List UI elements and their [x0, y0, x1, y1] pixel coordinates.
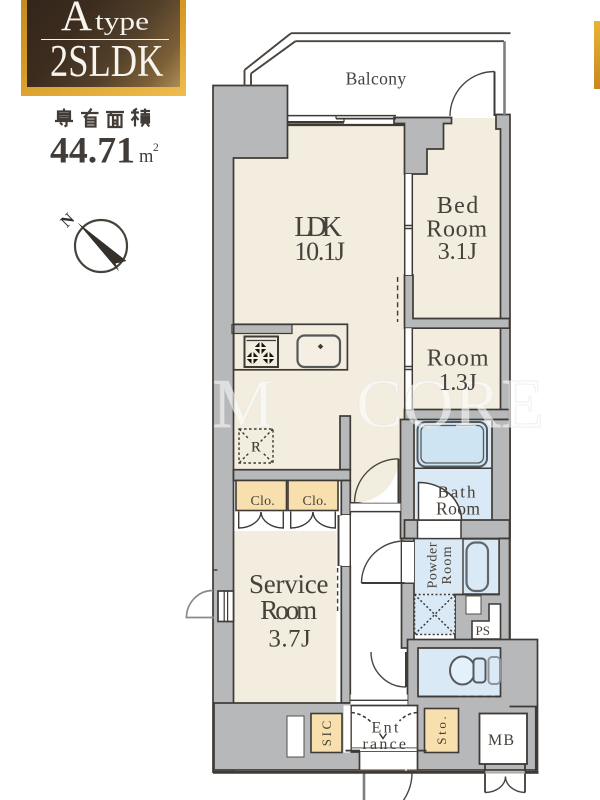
svg-text:44.71: 44.71: [50, 131, 135, 172]
svg-text:Clo.: Clo.: [303, 494, 327, 509]
svg-text:SIC: SIC: [319, 721, 334, 747]
svg-text:Powder: Powder: [426, 542, 441, 588]
svg-text:A: A: [61, 0, 92, 40]
svg-text:R: R: [251, 440, 261, 456]
svg-text:Room: Room: [427, 346, 489, 372]
svg-text:R: R: [251, 440, 261, 456]
svg-text:Clo.: Clo.: [251, 494, 275, 509]
svg-text:N: N: [56, 209, 78, 231]
svg-text:1.3J: 1.3J: [439, 370, 477, 396]
svg-text:Room: Room: [436, 499, 480, 519]
svg-text:PS: PS: [476, 623, 491, 638]
svg-text:3.1J: 3.1J: [438, 239, 477, 265]
svg-text:Bath: Bath: [438, 483, 477, 502]
svg-text:CORE: CORE: [356, 366, 544, 443]
svg-text:Room: Room: [426, 216, 487, 242]
svg-text:3.7J: 3.7J: [268, 625, 311, 652]
svg-text:type: type: [95, 9, 149, 36]
svg-text:10.1J: 10.1J: [294, 237, 345, 266]
svg-text:Bed: Bed: [437, 193, 479, 219]
svg-text:Service: Service: [249, 569, 329, 599]
svg-text:Room: Room: [440, 546, 455, 584]
svg-text:Room: Room: [260, 595, 317, 625]
svg-text:rance: rance: [363, 736, 407, 753]
svg-text:Ent: Ent: [372, 720, 400, 737]
svg-text:Balcony: Balcony: [346, 69, 407, 89]
svg-text:2SLDK: 2SLDK: [50, 36, 164, 86]
svg-text:2: 2: [153, 142, 159, 154]
svg-text:M: M: [213, 366, 275, 443]
svg-text:LDK: LDK: [294, 212, 342, 243]
svg-text:m: m: [139, 147, 154, 167]
svg-text:MB: MB: [488, 732, 514, 749]
